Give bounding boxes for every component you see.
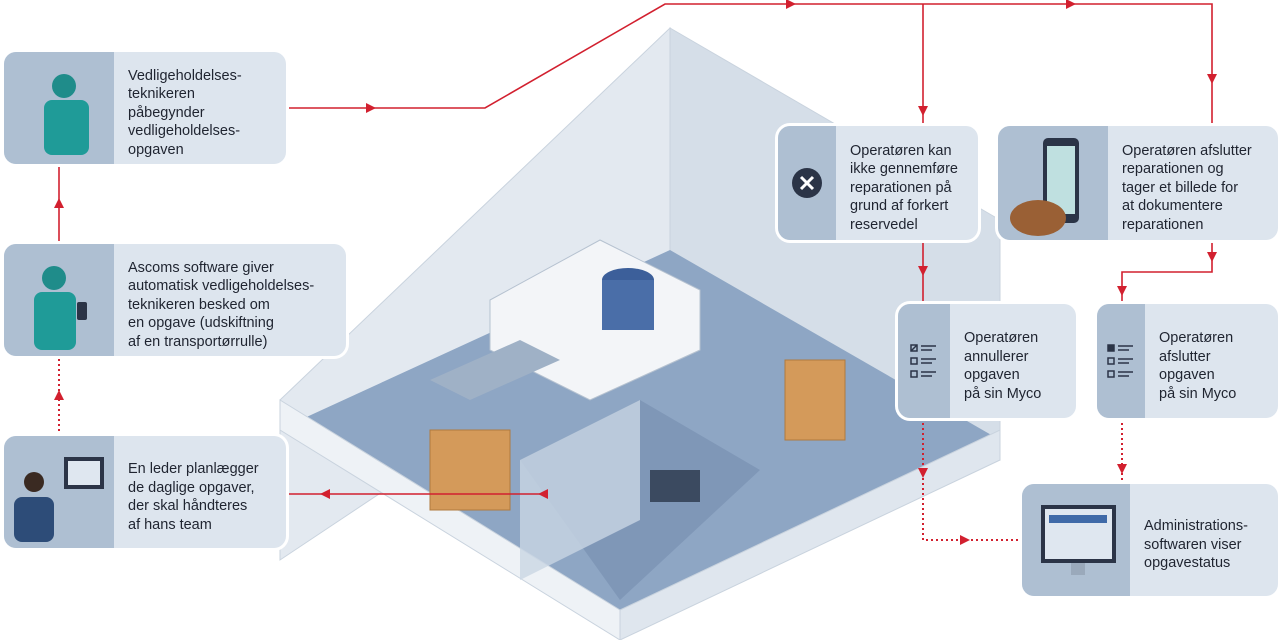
conveyor [430,340,560,400]
office-wall [520,400,640,580]
cardboard-boxes [429,359,846,511]
front-wall-right [619,429,1001,640]
step-card-fail: Operatøren kan ikke gennemføre reparatio… [778,126,978,240]
step-text: Operatøren annullerer opgaven på sin Myc… [964,330,1042,402]
step-text: Vedligeholdelses- teknikeren påbegynder … [128,67,242,158]
step-card-manager: En leder planlægger de daglige opgaver, … [4,436,286,548]
step-text: Operatøren kan ikke gennemføre reparatio… [850,142,958,233]
step-card-status: Administrations- softwaren viser opgaves… [1022,484,1278,596]
step-text: Administrations- softwaren viser opgaves… [1144,518,1248,572]
close-circle-icon [778,126,836,240]
step-card-complete: Operatøren afslutter opgaven på sin Myco [1097,304,1278,418]
step-card-start: Vedligeholdelses- teknikeren påbegynder … [4,52,286,164]
technician-working-icon [4,52,114,164]
machine-tank-body [602,280,654,330]
step-text: Operatøren afslutter reparationen og tag… [1122,142,1252,233]
step-card-photo: Operatøren afslutter reparationen og tag… [998,126,1278,240]
admin-monitor-icon [1022,484,1130,596]
manager-at-computer-icon [4,436,114,548]
office-computer [650,470,700,502]
checklist-complete-icon [1097,304,1145,418]
flow-arrowheads [54,0,1217,545]
step-text: Ascoms software giver automatisk vedlige… [128,259,315,350]
technician-with-phone-icon [4,244,114,356]
step-card-cancel: Operatøren annullerer opgaven på sin Myc… [898,304,1076,418]
checklist-cancel-icon [898,304,950,418]
step-text: Operatøren afslutter opgaven på sin Myco [1159,330,1237,402]
phone-camera-icon [998,126,1108,240]
step-card-notify: Ascoms software giver automatisk vedlige… [4,244,346,356]
step-text: En leder planlægger de daglige opgaver, … [128,461,259,533]
front-wall-left [279,399,621,640]
